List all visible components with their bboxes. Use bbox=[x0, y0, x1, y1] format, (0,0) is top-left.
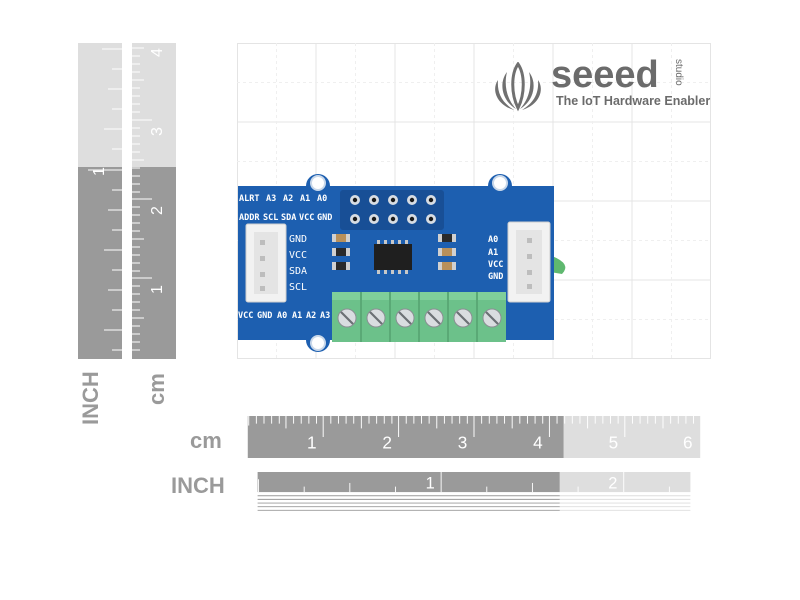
label-right-a0: A0 bbox=[488, 235, 499, 245]
vertical-cm-label: cm bbox=[144, 373, 169, 405]
label-left-scl: SCL bbox=[289, 282, 308, 293]
h-inch-number-1: 1 bbox=[426, 474, 435, 492]
passive-components bbox=[332, 234, 456, 270]
v-cm-number-4: 4 bbox=[149, 48, 166, 57]
label-bottom-a3: A3 bbox=[320, 311, 331, 321]
label-left-gnd: GND bbox=[289, 234, 308, 245]
brand-wordmark: seeed bbox=[551, 54, 659, 96]
horizontal-cm-label: cm bbox=[190, 428, 222, 453]
adc-chip bbox=[374, 244, 412, 270]
mounting-hole-icon bbox=[492, 175, 508, 191]
v-cm-number-2: 2 bbox=[149, 206, 166, 215]
label-bottom-a1: A1 bbox=[292, 311, 303, 321]
vertical-inch-label: INCH bbox=[78, 371, 103, 425]
label-bottom-gnd: GND bbox=[257, 311, 273, 321]
v-cm-number-1: 1 bbox=[149, 285, 166, 294]
label-vcc-row: VCC bbox=[299, 213, 315, 223]
h-cm-number-4: 4 bbox=[533, 432, 543, 452]
label-gnd-row: GND bbox=[317, 213, 333, 223]
h-inch-number-2: 2 bbox=[608, 474, 617, 492]
label-a2-top: A2 bbox=[283, 194, 294, 204]
label-bottom-vcc: VCC bbox=[238, 311, 254, 321]
brand-tagline: The IoT Hardware Enabler bbox=[556, 94, 711, 108]
label-alrt: ALRT bbox=[239, 194, 260, 204]
label-a3-top: A3 bbox=[266, 194, 277, 204]
label-a0-top: A0 bbox=[317, 194, 328, 204]
horizontal-inch-ruler: 1 2 bbox=[257, 472, 691, 511]
vertical-ruler: 4 3 2 1 1 bbox=[78, 43, 176, 359]
pcb-board bbox=[238, 174, 566, 352]
h-cm-number-2: 2 bbox=[382, 432, 392, 452]
label-scl-row: SCL bbox=[263, 213, 279, 223]
seeed-logo-icon bbox=[495, 62, 541, 112]
label-right-a1: A1 bbox=[488, 248, 499, 258]
horizontal-inch-label: INCH bbox=[171, 473, 225, 498]
brand-studio: studio bbox=[673, 59, 684, 86]
label-right-vcc: VCC bbox=[488, 260, 504, 270]
label-bottom-a2: A2 bbox=[306, 311, 317, 321]
label-right-gnd: GND bbox=[488, 272, 504, 282]
label-addr: ADDR bbox=[239, 213, 260, 223]
h-cm-number-1: 1 bbox=[307, 432, 317, 452]
label-bottom-a0: A0 bbox=[277, 311, 288, 321]
h-cm-number-3: 3 bbox=[458, 432, 468, 452]
v-cm-number-3: 3 bbox=[149, 127, 166, 136]
label-a1-top: A1 bbox=[300, 194, 311, 204]
v-inch-number-1: 1 bbox=[91, 167, 108, 176]
h-cm-number-5: 5 bbox=[609, 432, 619, 452]
mounting-hole-icon bbox=[310, 175, 326, 191]
pin-header bbox=[340, 190, 444, 230]
horizontal-cm-ruler: 1 2 3 4 5 6 bbox=[247, 416, 701, 458]
label-sda-row: SDA bbox=[281, 213, 297, 223]
mounting-hole-icon bbox=[310, 335, 326, 351]
h-cm-number-6: 6 bbox=[683, 432, 693, 452]
label-left-sda: SDA bbox=[289, 266, 308, 277]
label-left-vcc: VCC bbox=[289, 250, 308, 261]
